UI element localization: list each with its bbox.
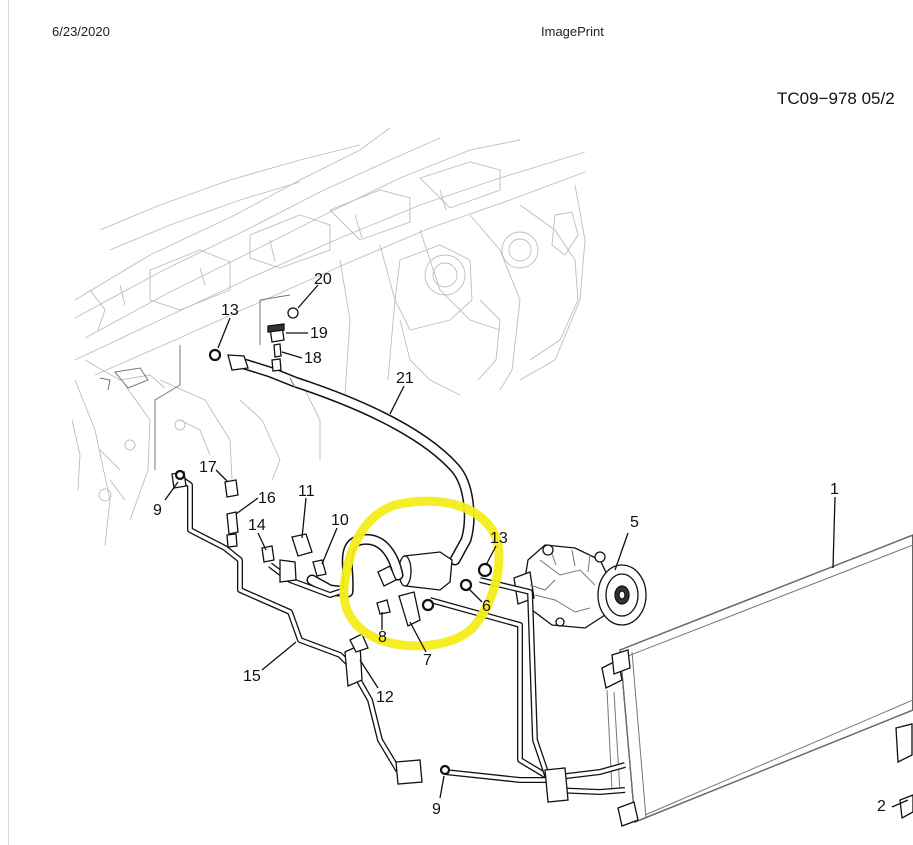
callout-19: 19 [310, 325, 328, 342]
callout-21: 21 [396, 370, 414, 387]
liquid-line-assembly [171, 471, 626, 803]
callout-13-upper: 13 [221, 302, 239, 319]
callout-16: 16 [258, 490, 276, 507]
callout-11: 11 [298, 483, 315, 500]
diagram-reference: TC09−978 05/2 [777, 89, 895, 108]
vehicle-body-structure [71, 127, 586, 546]
callout-6: 6 [482, 598, 491, 615]
highlight-annotation [339, 496, 504, 651]
callout-12: 12 [376, 689, 394, 706]
callout-20: 20 [314, 271, 332, 288]
suction-hose-assembly [227, 354, 475, 591]
leader-lines [164, 284, 909, 808]
page-frame [8, 0, 913, 845]
callout-2: 2 [877, 798, 886, 815]
app-name: ImagePrint [541, 24, 604, 39]
callout-14: 14 [248, 517, 266, 534]
fittings [174, 307, 493, 776]
callout-9-lower: 9 [432, 801, 441, 818]
callout-15: 15 [243, 668, 261, 685]
callout-8: 8 [378, 629, 387, 646]
callout-17: 17 [199, 459, 217, 476]
callout-18: 18 [304, 350, 322, 367]
callout-5: 5 [630, 514, 639, 531]
callout-7: 7 [423, 652, 432, 669]
compressor [513, 544, 647, 629]
callout-labels: 1 2 5 6 7 8 9 9 10 11 12 13 13 14 15 16 … [153, 271, 886, 818]
callout-9-upper: 9 [153, 502, 162, 519]
condenser [601, 534, 913, 827]
callout-1: 1 [830, 481, 839, 498]
print-date: 6/23/2020 [52, 24, 110, 39]
detail-brackets [154, 294, 291, 470]
callout-10: 10 [331, 512, 349, 529]
callout-13-right: 13 [490, 530, 508, 547]
